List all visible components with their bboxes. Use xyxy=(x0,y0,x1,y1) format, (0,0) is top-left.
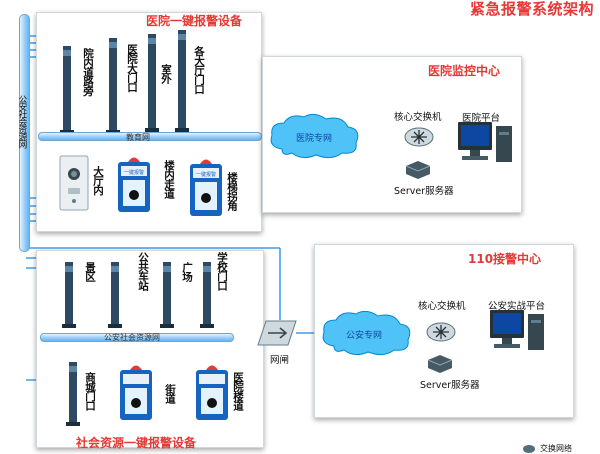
pillar-label: 景区 xyxy=(84,262,96,281)
computer-icon xyxy=(458,122,512,162)
alarm-pillar-icon xyxy=(106,38,120,134)
alarm-pillar-icon xyxy=(175,30,189,132)
device-label: 大厅内 xyxy=(92,166,104,195)
pillar-label: 公共车站 xyxy=(137,252,149,290)
alarm-pillar-icon xyxy=(145,34,159,132)
alarm-pillar-icon xyxy=(66,362,80,426)
hospital-network-label: 医院专网 xyxy=(296,134,333,144)
core-switch-icon xyxy=(426,322,456,342)
device-label: 街道 xyxy=(164,384,176,403)
social-group-title: 社会资源一键报警设备 xyxy=(76,436,197,450)
gateway-label: 网闸 xyxy=(270,355,290,366)
left-vertical-bus xyxy=(19,14,30,252)
left-bus-label: 公安社会资源网 xyxy=(17,95,27,148)
alarm-pillar-icon xyxy=(108,262,122,328)
alarm-pillar-icon xyxy=(60,46,74,134)
device-label: 医院楼道 xyxy=(232,372,244,410)
device-label: 商城门口 xyxy=(84,372,96,410)
alarm-box-text: 一键报警 xyxy=(196,171,216,178)
edu-bus-label: 教育网 xyxy=(126,133,150,142)
pillar-label: 学校门口 xyxy=(216,252,228,290)
hospital-server-label: Server服务器 xyxy=(394,186,454,197)
computer-icon xyxy=(490,310,544,350)
pillar-label: 医院大门口 xyxy=(126,44,138,92)
core-switch-icon xyxy=(404,127,434,147)
police-network-label: 公安专网 xyxy=(346,331,383,341)
hospital-network-cloud-icon xyxy=(270,113,359,159)
pillar-label: 各大厅门口 xyxy=(193,46,205,94)
pillar-label: 广场 xyxy=(181,262,193,281)
gateway-icon xyxy=(257,320,297,346)
device-label: 楼梯拐角 xyxy=(226,172,238,210)
server-icon xyxy=(405,161,431,179)
alarm-box-text: 一键报警 xyxy=(124,169,144,176)
page-title: 紧急报警系统架构 xyxy=(469,0,594,18)
hospital-platform-label: 医院平台 xyxy=(462,113,501,124)
social-bus-label: 公安社会资源网 xyxy=(104,333,160,342)
social-network-bus xyxy=(40,333,234,342)
police-center-title: 110接警中心 xyxy=(468,252,542,266)
hospital-center-title: 医院监控中心 xyxy=(428,64,501,78)
police-platform-label: 公安实战平台 xyxy=(488,301,546,312)
alarm-box-icon xyxy=(196,365,228,420)
edu-network-bus xyxy=(38,132,262,141)
alarm-box-icon xyxy=(120,365,152,420)
server-icon xyxy=(427,355,453,373)
police-switch-label: 核心交换机 xyxy=(418,301,466,312)
pillar-label: 室外 xyxy=(160,64,172,83)
hospital-group-title: 医院一键报警设备 xyxy=(146,14,243,28)
alarm-box-icon: 一键报警 xyxy=(190,159,222,216)
police-server-label: Server服务器 xyxy=(420,380,480,391)
alarm-pillar-icon xyxy=(200,262,214,328)
alarm-pillar-icon xyxy=(62,262,76,328)
police-network-cloud-icon xyxy=(322,310,411,356)
alarm-pillar-icon xyxy=(160,262,174,328)
device-label: 楼内走道 xyxy=(163,160,175,198)
alarm-box-icon: 一键报警 xyxy=(118,157,150,212)
legend-switch-icon xyxy=(523,445,535,453)
hospital-switch-label: 核心交换机 xyxy=(394,112,442,123)
footer-legend-label: 交换网络 xyxy=(540,444,572,453)
pillar-label: 院内道路旁 xyxy=(82,48,94,96)
intercom-panel-icon xyxy=(59,155,89,211)
